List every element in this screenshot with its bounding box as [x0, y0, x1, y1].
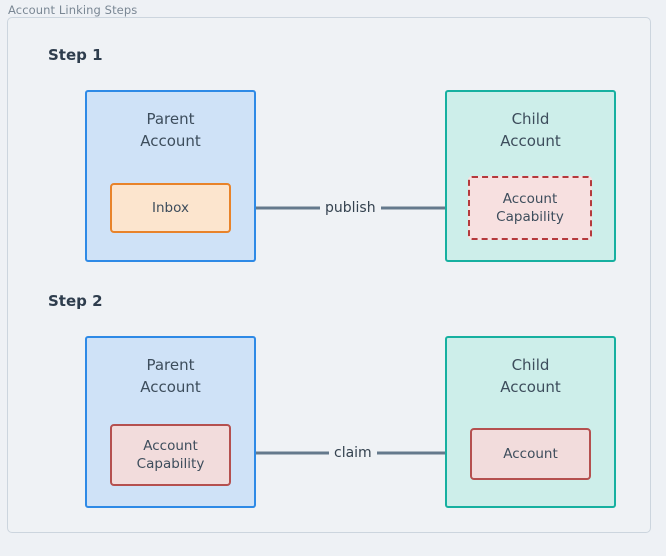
parent-account-title: Parent Account	[140, 110, 201, 150]
edge-label-publish: publish	[320, 200, 381, 216]
parent-account-node-step-1[interactable]: Parent Account	[85, 90, 256, 262]
edge-label-claim: claim	[329, 445, 377, 461]
diagram-title: Account Linking Steps	[8, 3, 138, 17]
account-capability-node-step-1[interactable]: Account Capability	[468, 176, 592, 240]
child-account-node-step-2[interactable]: Child Account	[445, 336, 616, 508]
child-account-title: Child Account	[500, 110, 561, 150]
child-account-title: Child Account	[500, 356, 561, 396]
parent-account-title: Parent Account	[140, 356, 201, 396]
account-node-step-2[interactable]: Account	[470, 428, 591, 480]
inbox-node[interactable]: Inbox	[110, 183, 231, 233]
step-2-label: Step 2	[48, 292, 103, 310]
step-1-label: Step 1	[48, 46, 103, 64]
account-capability-node-step-2[interactable]: Account Capability	[110, 424, 231, 486]
